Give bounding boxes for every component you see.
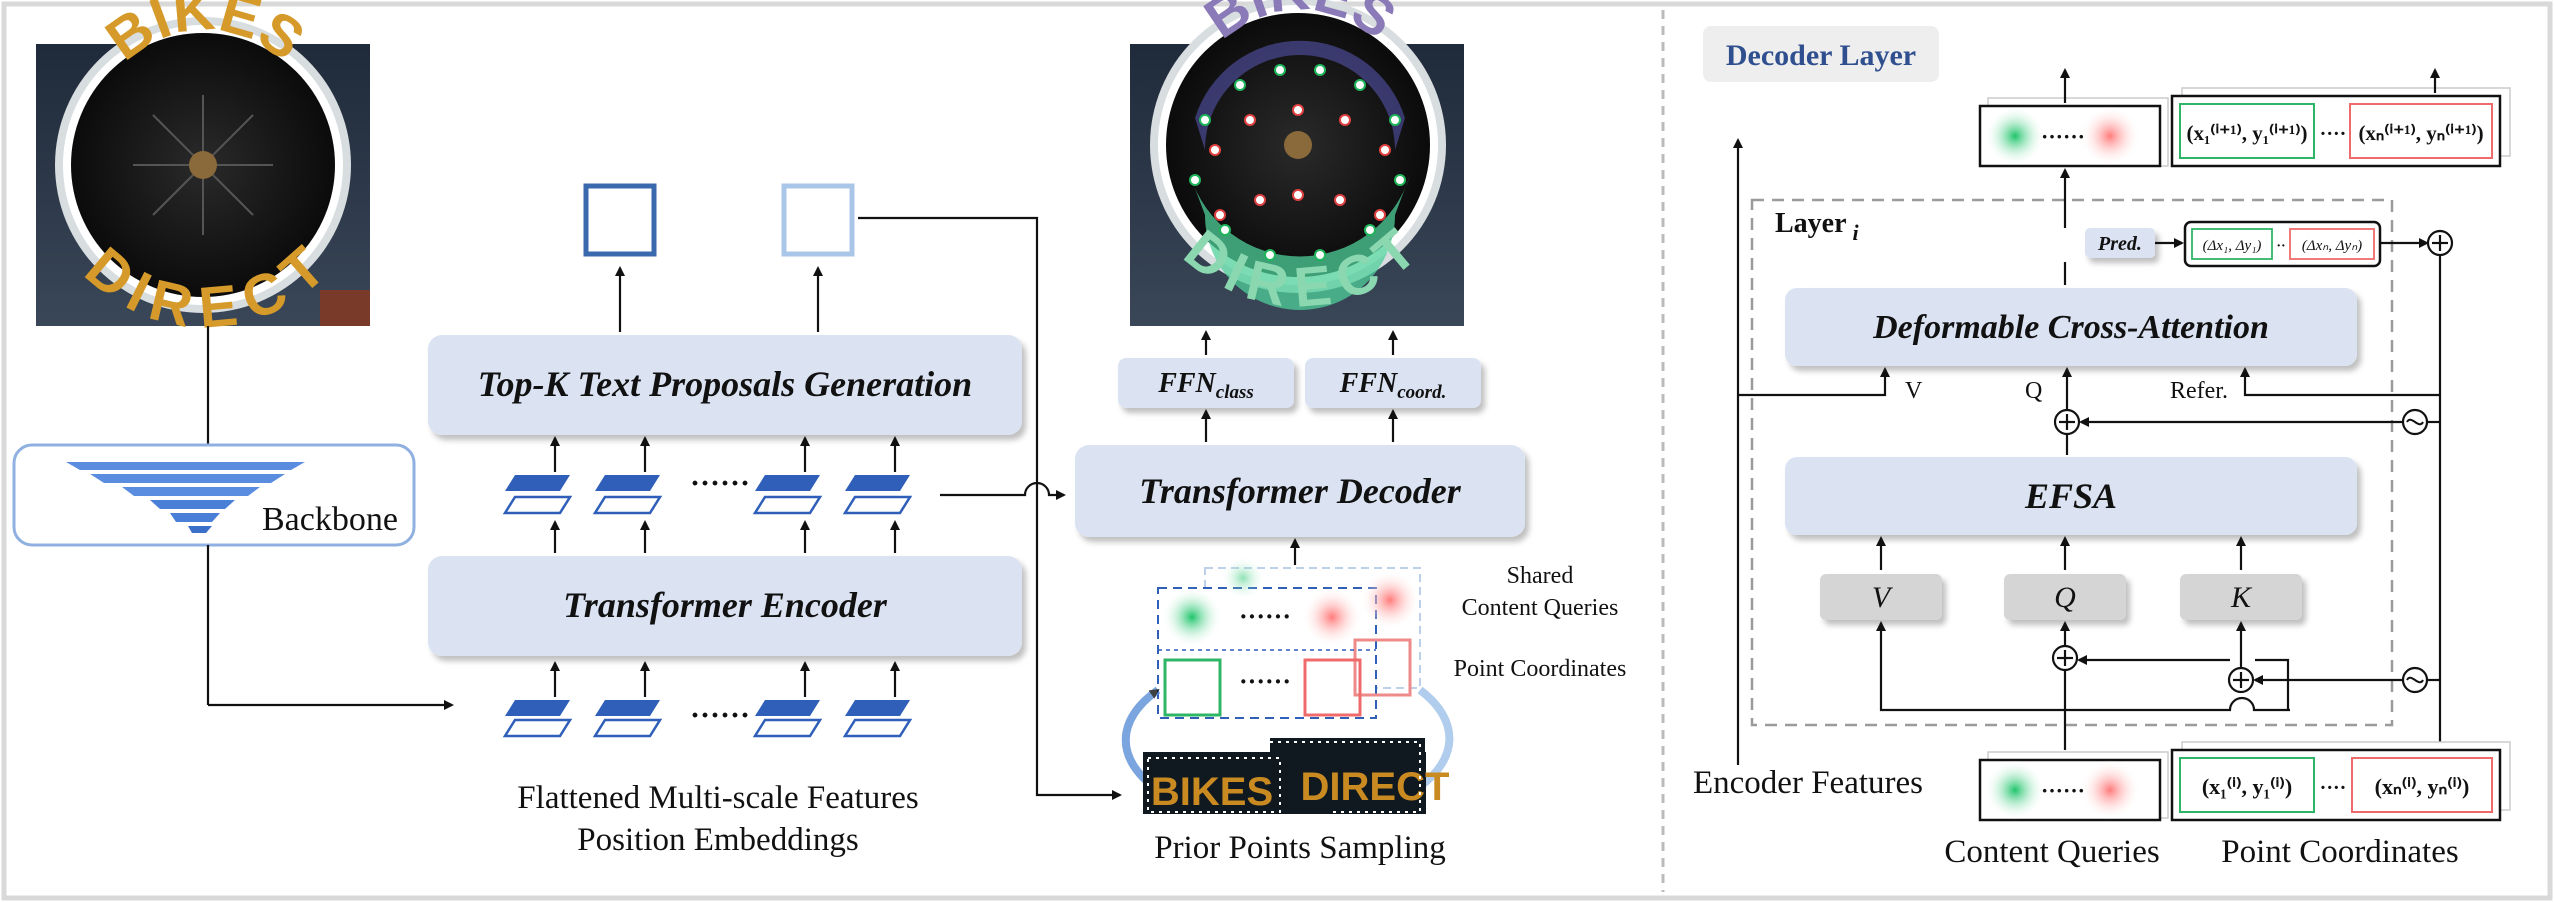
- encoder-features-label: Encoder Features: [1693, 765, 1923, 801]
- q-box: Q: [2004, 574, 2126, 620]
- shared-content-queries: ······ ······: [1157, 556, 1421, 719]
- backbone-block: Backbone: [12, 443, 416, 547]
- decoder-layer-title-badge: [1703, 26, 1939, 82]
- token-ellipsis-mid: ······: [690, 467, 750, 500]
- refer-label: Refer.: [2170, 378, 2228, 404]
- point-ellipsis: ······: [1239, 667, 1291, 696]
- svg-text:····: ····: [2320, 777, 2347, 799]
- ffn-coord-sub: coord.: [1397, 382, 1446, 403]
- ffn-class-sub: class: [1216, 382, 1254, 403]
- ffn-coord-base: FFN: [1339, 368, 1399, 399]
- topk-label: Top-K Text Proposals Generation: [478, 364, 972, 404]
- out-coord-first: (x₁⁽ⁱ⁺¹⁾, y₁⁽ⁱ⁺¹⁾): [2187, 121, 2308, 145]
- layer-frame: [1750, 198, 2394, 727]
- delta-first: (Δx₁, Δy₁): [2203, 238, 2262, 254]
- transformer-decoder-block: Transformer Decoder: [1075, 445, 1525, 537]
- right-panel: Decoder Layer ······ (x₁⁽ⁱ⁺¹⁾, y₁⁽ⁱ⁺¹⁾) …: [1693, 26, 2511, 870]
- k-box: K: [2180, 574, 2302, 620]
- ffn-coord-block: FFNcoord.: [1305, 358, 1481, 408]
- shared-label: Shared: [1507, 563, 1574, 589]
- output-image: BIKES DIRECT: [1130, 0, 1464, 326]
- layer-sub: i: [1853, 220, 1860, 245]
- svg-text:V: V: [1872, 581, 1894, 614]
- svg-text:··: ··: [2276, 239, 2285, 254]
- transformer-encoder-block: Transformer Encoder: [428, 556, 1022, 656]
- topk-proposals-block: Top-K Text Proposals Generation: [428, 335, 1022, 435]
- input-point-coordinates: (x₁⁽ⁱ⁾, y₁⁽ⁱ⁾) ···· (xₙ⁽ⁱ⁾, yₙ⁽ⁱ⁾): [2170, 741, 2511, 822]
- deformable-cross-attention-block: Deformable Cross-Attention: [1785, 288, 2357, 366]
- output-point-coordinates: (x₁⁽ⁱ⁺¹⁾, y₁⁽ⁱ⁺¹⁾) ···· (xₙ⁽ⁱ⁺¹⁾, yₙ⁽ⁱ⁺¹…: [2170, 87, 2511, 168]
- out-coord-last: (xₙ⁽ⁱ⁺¹⁾, yₙ⁽ⁱ⁺¹⁾): [2358, 121, 2483, 145]
- svg-text:Q: Q: [2054, 581, 2076, 614]
- output-content-queries: ······: [1978, 97, 2169, 168]
- point-coordinates-label-left: Point Coordinates: [1454, 656, 1627, 682]
- svg-text:K: K: [2230, 581, 2253, 614]
- svg-text:FFNclass: FFNclass: [1157, 368, 1254, 403]
- deformable-label: Deformable Cross-Attention: [1872, 309, 2269, 346]
- attn-v-label: V: [1905, 378, 1923, 404]
- backbone-label: Backbone: [262, 501, 398, 538]
- input-image: BIKES DIRECT: [36, 0, 370, 341]
- efsa-label: EFSA: [2024, 476, 2117, 516]
- strip-text-1: BIKES: [1151, 770, 1273, 814]
- transformer-encoder-label: Transformer Encoder: [563, 585, 888, 625]
- ffn-class-block: FFNclass: [1118, 358, 1294, 408]
- delta-offsets: (Δx₁, Δy₁) ·· (Δxₙ, Δyₙ): [2183, 220, 2382, 268]
- v-box: V: [1820, 574, 1942, 620]
- pred-box: [2085, 228, 2155, 258]
- in-coord-last: (xₙ⁽ⁱ⁾, yₙ⁽ⁱ⁾): [2375, 774, 2470, 799]
- pred-label: Pred.: [2097, 233, 2142, 255]
- content-queries-input-label: Content Queries: [1944, 834, 2159, 870]
- decoder-layer-title: Decoder Layer: [1726, 39, 1916, 72]
- attn-q-label: Q: [2025, 378, 2042, 404]
- proposal-box-dark: [583, 183, 657, 257]
- flattened-features-label: Flattened Multi-scale Features: [517, 780, 918, 816]
- input-content-queries: ······: [1978, 751, 2169, 822]
- in-coord-first: (x₁⁽ⁱ⁾, y₁⁽ⁱ⁾): [2202, 774, 2292, 799]
- left-panel: BIKES DIRECT Backbone ······: [12, 0, 1627, 866]
- ffn-class-base: FFN: [1157, 368, 1217, 399]
- content-queries-label: Content Queries: [1462, 595, 1619, 621]
- encoded-feature-tokens: ······: [502, 467, 913, 515]
- svg-text:····: ····: [2320, 123, 2347, 145]
- token-ellipsis: ······: [690, 699, 750, 732]
- prior-points-label: Prior Points Sampling: [1154, 830, 1446, 866]
- in-query-ellipsis: ······: [2041, 778, 2085, 803]
- out-query-ellipsis: ······: [2041, 124, 2085, 149]
- svg-text:FFNcoord.: FFNcoord.: [1339, 368, 1447, 403]
- query-ellipsis: ······: [1239, 602, 1291, 631]
- point-coordinates-input-label: Point Coordinates: [2221, 834, 2458, 870]
- strip-text-2: DIRECT: [1301, 765, 1450, 809]
- position-embeddings-label: Position Embeddings: [577, 822, 858, 858]
- transformer-decoder-label: Transformer Decoder: [1139, 471, 1462, 511]
- flattened-feature-tokens: ······: [502, 699, 913, 738]
- prior-points-strip: BIKES DIRECT: [1143, 738, 1449, 814]
- delta-last: (Δxₙ, Δyₙ): [2302, 238, 2362, 254]
- efsa-block: EFSA: [1785, 457, 2357, 535]
- proposal-box-light: [781, 183, 855, 257]
- layer-label: Layer: [1775, 208, 1847, 239]
